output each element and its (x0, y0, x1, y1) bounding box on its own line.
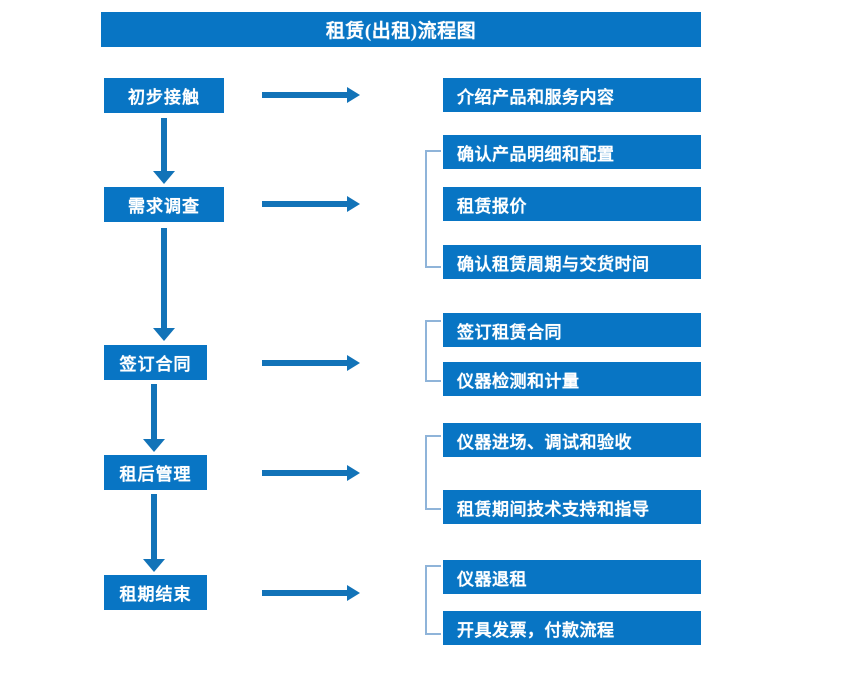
detail-box-4-2[interactable]: 租赁期间技术支持和指导 (443, 490, 701, 524)
arrow-right-icon-4 (262, 465, 360, 481)
detail-box-5-2[interactable]: 开具发票，付款流程 (443, 611, 701, 645)
arrow-right-icon-2 (262, 196, 360, 212)
arrow-down-icon-4 (143, 494, 165, 572)
group-bracket-icon-2 (425, 150, 441, 268)
detail-box-2-3[interactable]: 确认租赁周期与交货时间 (443, 245, 701, 279)
detail-box-3-1[interactable]: 签订租赁合同 (443, 313, 701, 347)
group-bracket-icon-5 (425, 565, 441, 635)
arrow-down-icon-3 (143, 384, 165, 452)
stage-box-5[interactable]: 租期结束 (104, 575, 207, 610)
arrow-down-icon-1 (153, 118, 175, 184)
detail-box-2-2[interactable]: 租赁报价 (443, 187, 701, 221)
detail-box-2-1[interactable]: 确认产品明细和配置 (443, 135, 701, 169)
stage-box-1[interactable]: 初步接触 (104, 78, 224, 113)
group-bracket-icon-3 (425, 320, 441, 382)
arrow-right-icon-1 (262, 87, 360, 103)
detail-box-4-1[interactable]: 仪器进场、调试和验收 (443, 423, 701, 457)
detail-box-1-1[interactable]: 介绍产品和服务内容 (443, 78, 701, 112)
detail-box-3-2[interactable]: 仪器检测和计量 (443, 362, 701, 396)
arrow-down-icon-2 (153, 228, 175, 341)
stage-box-3[interactable]: 签订合同 (104, 345, 207, 380)
group-bracket-icon-4 (425, 435, 441, 510)
diagram-title: 租赁(出租)流程图 (101, 12, 701, 47)
arrow-right-icon-3 (262, 355, 360, 371)
stage-box-2[interactable]: 需求调查 (104, 187, 224, 222)
stage-box-4[interactable]: 租后管理 (104, 455, 207, 490)
arrow-right-icon-5 (262, 585, 360, 601)
detail-box-5-1[interactable]: 仪器退租 (443, 560, 701, 594)
